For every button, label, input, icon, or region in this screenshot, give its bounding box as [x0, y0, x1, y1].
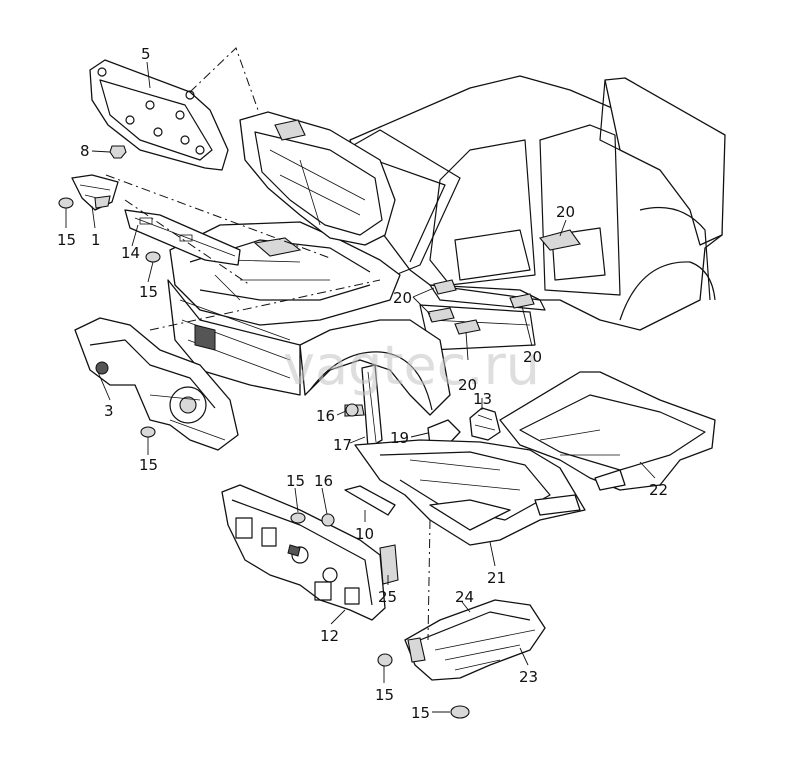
- callout-15: 15: [375, 686, 394, 704]
- part-8-clip: [109, 145, 127, 159]
- part-3-side-insulation: [74, 317, 239, 451]
- callout-16: 16: [316, 407, 335, 425]
- part-23-24-tunnel-insulation: [404, 599, 546, 681]
- callout-13: 13: [473, 390, 492, 408]
- callout-labels: 5 8 15 1 14 15 3 15 16 17 19 13 20 20 20…: [57, 45, 668, 722]
- callout-19: 19: [390, 429, 409, 447]
- callout-16: 16: [314, 472, 333, 490]
- part-25-pad: [379, 544, 399, 585]
- callout-20: 20: [523, 348, 542, 366]
- callout-15: 15: [139, 456, 158, 474]
- callout-8: 8: [80, 142, 90, 160]
- callout-1: 1: [91, 231, 101, 249]
- part-21-front-carpet: [354, 439, 586, 546]
- callout-17: 17: [333, 436, 352, 454]
- callout-21: 21: [487, 569, 506, 587]
- part-10-strip: [344, 485, 396, 516]
- part-14-seal-strip: [124, 209, 241, 266]
- callout-15: 15: [411, 704, 430, 722]
- part-22-rear-carpet: [499, 371, 716, 491]
- part-20-floor-pads: [427, 229, 581, 335]
- callout-3: 3: [104, 402, 114, 420]
- callout-14: 14: [121, 244, 140, 262]
- reference-lines: [105, 47, 431, 641]
- callout-23: 23: [519, 668, 538, 686]
- part-12-bulkhead-insulation: [221, 484, 386, 621]
- leader-lines: [65, 61, 656, 713]
- callout-20: 20: [458, 376, 477, 394]
- callout-25: 25: [378, 588, 397, 606]
- callout-15: 15: [286, 472, 305, 490]
- callout-24: 24: [455, 588, 474, 606]
- callout-20: 20: [556, 203, 575, 221]
- callout-20: 20: [393, 289, 412, 307]
- callout-22: 22: [649, 481, 668, 499]
- part-5-hood-insulation: [89, 59, 229, 171]
- callout-12: 12: [320, 627, 339, 645]
- watermark: vagtec.ru: [283, 334, 540, 397]
- callout-15: 15: [139, 283, 158, 301]
- callout-10: 10: [355, 525, 374, 543]
- hood-panel: [239, 111, 396, 246]
- fasteners: [58, 197, 470, 719]
- part-13-boot: [469, 407, 501, 441]
- part-1-bracket: [71, 174, 119, 211]
- callout-15: 15: [57, 231, 76, 249]
- callout-5: 5: [141, 45, 151, 63]
